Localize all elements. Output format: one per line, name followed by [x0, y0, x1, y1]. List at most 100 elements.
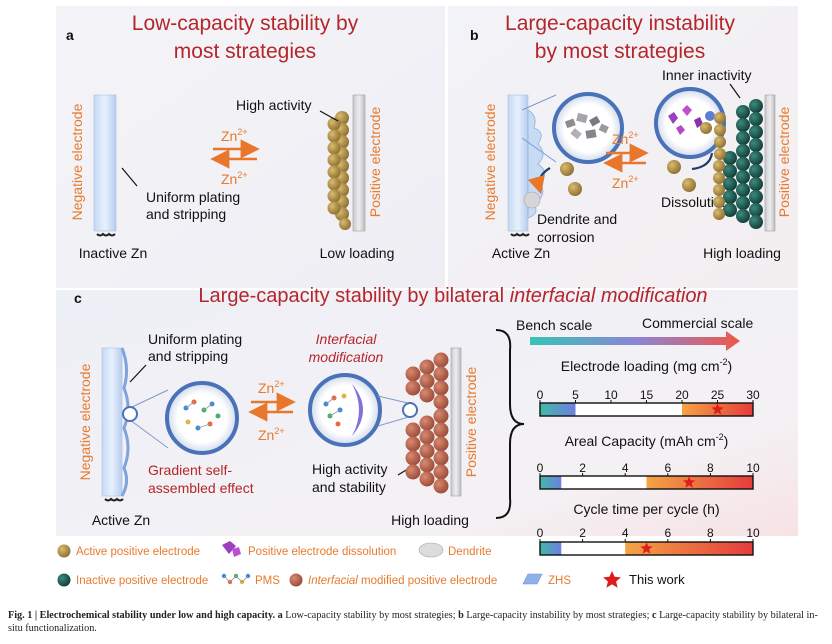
panel-b-dissolved-particle: [682, 178, 696, 192]
panel-a-uniform-pointer: [121, 167, 138, 187]
panel-c-negative-lens: [165, 381, 239, 455]
panel-b-dendrite-line2: corrosion: [537, 229, 595, 245]
bar-1-label: Areal Capacity (mAh cm-2): [565, 432, 729, 449]
panel-b-surface-active-material: [713, 112, 726, 220]
panel-a-letter: a: [66, 27, 74, 43]
bar-2-tick-label: 2: [579, 526, 586, 540]
panel-c-brace: [495, 329, 525, 519]
bar-1-tick-label: 8: [707, 461, 714, 475]
figure: a Low-capacity stability by most strateg…: [56, 6, 798, 588]
legend-dissolution: Positive electrode dissolution: [248, 546, 396, 558]
panel-c-uniform-pointer: [129, 364, 147, 383]
panel-a-title-line1: Low-capacity stability by: [132, 12, 359, 35]
panel-c-gradient-line2: assembled effect: [148, 480, 254, 496]
legend-modified: Interfacial modified positive electrode: [308, 575, 497, 587]
bar-0-bench-segment: [540, 403, 576, 416]
panel-b-dissolved-particle: [568, 182, 582, 196]
panel-c-gradient-molecules: [183, 399, 221, 431]
panel-b-zhs-flake: [523, 191, 541, 209]
panel-a-high-activity-pointer: [319, 110, 339, 122]
bar-1-tick-label: 10: [746, 461, 760, 475]
panel-b-inactivity-lens: [654, 87, 726, 159]
bar-1-tick-label: 4: [622, 461, 629, 475]
panel-c-positive-lens-marker: [402, 402, 418, 418]
panel-c-gradient-line1: Gradient self-: [148, 462, 232, 478]
panel-b-title-line2: by most strategies: [535, 40, 705, 63]
legend-modified-swatch: [289, 573, 303, 587]
panel-b-zn-bottom: Zn2+: [612, 174, 639, 191]
bar-0-tick-label: 20: [675, 388, 689, 402]
panel-c-bottom-left: Active Zn: [92, 512, 150, 528]
panel-c-uniform-line2: and stripping: [148, 348, 228, 364]
bar-0-tick-label: 10: [604, 388, 618, 402]
panel-a-title-line2: most strategies: [174, 40, 316, 63]
panel-a-bottom-right: Low loading: [320, 245, 395, 261]
panel-c-positive-lens: [308, 373, 382, 447]
caption-b-text: Large-capacity instability by most strat…: [463, 610, 652, 621]
legend-zhs-icon: [522, 573, 543, 585]
scale-bench-label: Bench scale: [516, 317, 592, 333]
panel-c-modified-interface: [323, 384, 363, 436]
panel-c-negative-electrode: [101, 347, 123, 497]
legend-dissolution-icon: [222, 541, 241, 557]
panel-c-lens-b-connector-bottom: [377, 415, 413, 427]
panel-c-positive-electrode: [450, 347, 462, 497]
panel-a-uniform-line2: and stripping: [146, 206, 226, 222]
legend-inactive-positive-swatch: [57, 573, 71, 587]
bar-1-bench-segment: [540, 476, 562, 489]
bar-1-tick-label: 2: [579, 461, 586, 475]
caption-c-letter: c: [652, 610, 657, 621]
bar-0-this-work-star: [711, 403, 724, 415]
panel-b: b Large-capacity instability by most str…: [470, 12, 792, 261]
panel-c-letter: c: [74, 290, 82, 306]
bar-2-tick-label: 6: [664, 526, 671, 540]
bar-1-this-work-star: [682, 476, 696, 488]
scale-commercial-label: Commercial scale: [642, 315, 753, 331]
panel-b-dendrite-lens: [552, 92, 624, 164]
panel-c-high-line2: and stability: [312, 479, 386, 495]
bar-2-bench-segment: [540, 542, 562, 555]
panel-b-inner-inactivity: Inner inactivity: [662, 67, 751, 83]
bar-0-tick-label: 15: [640, 388, 654, 402]
panel-a-uniform-line1: Uniform plating: [146, 189, 240, 205]
caption-figure-title: Fig. 1 | Electrochemical stability under…: [8, 610, 276, 621]
legend-inactive-positive: Inactive positive electrode: [76, 575, 208, 587]
panel-a-bottom-left: Inactive Zn: [79, 245, 147, 261]
panel-b-positive-label: Positive electrode: [776, 107, 792, 218]
panel-b-dissolution-arrow: [691, 152, 714, 171]
panel-b-bottom-right: High loading: [703, 245, 781, 261]
panel-c-title: Large-capacity stability by bilateral in…: [198, 285, 707, 307]
panel-a-zn-top: Zn2+: [221, 127, 248, 144]
panel-a-negative-label: Negative electrode: [69, 103, 85, 220]
legend-star-icon: [603, 571, 621, 588]
caption-b-letter: b: [458, 610, 464, 621]
bar-0-tick-label: 25: [711, 388, 725, 402]
panel-c-positive-label: Positive electrode: [463, 367, 479, 478]
panel-a-active-material: [327, 111, 351, 230]
bar-2-tick-label: 10: [746, 526, 760, 540]
legend-dendrite: Dendrite: [448, 546, 491, 558]
panel-a-negative-electrode: [93, 94, 117, 232]
panel-b-title-line1: Large-capacity instability: [505, 12, 735, 35]
legend-zhs: ZHS: [548, 575, 571, 587]
bar-1-commercial-segment: [646, 476, 753, 489]
caption-a-text: Low-capacity stability by most strategie…: [282, 610, 459, 621]
panel-c-zn-top: Zn2+: [258, 379, 285, 396]
panel-c-high-line1: High activity: [312, 461, 387, 477]
caption-a-letter: a: [277, 610, 283, 621]
legend-pms: PMS: [255, 575, 280, 587]
bar-2-tick-label: 4: [622, 526, 629, 540]
panel-b-zn-top: Zn2+: [612, 130, 639, 147]
bar-1-tick-label: 0: [537, 461, 544, 475]
panel-b-negative-label: Negative electrode: [482, 103, 498, 220]
panel-a-high-activity: High activity: [236, 97, 311, 113]
legend-this-work: This work: [629, 572, 685, 587]
panel-b-dissolved-particle: [667, 160, 681, 174]
panel-c-zn-clip-icon: [104, 497, 124, 502]
panel-b-dissolution: Dissolution: [661, 194, 729, 210]
bar-1-frame: [539, 475, 754, 490]
panel-a-positive-electrode: [352, 94, 366, 232]
panel-c-uniform-line1: Uniform plating: [148, 331, 242, 347]
panel-c-lens-b-connector-top: [377, 395, 413, 405]
